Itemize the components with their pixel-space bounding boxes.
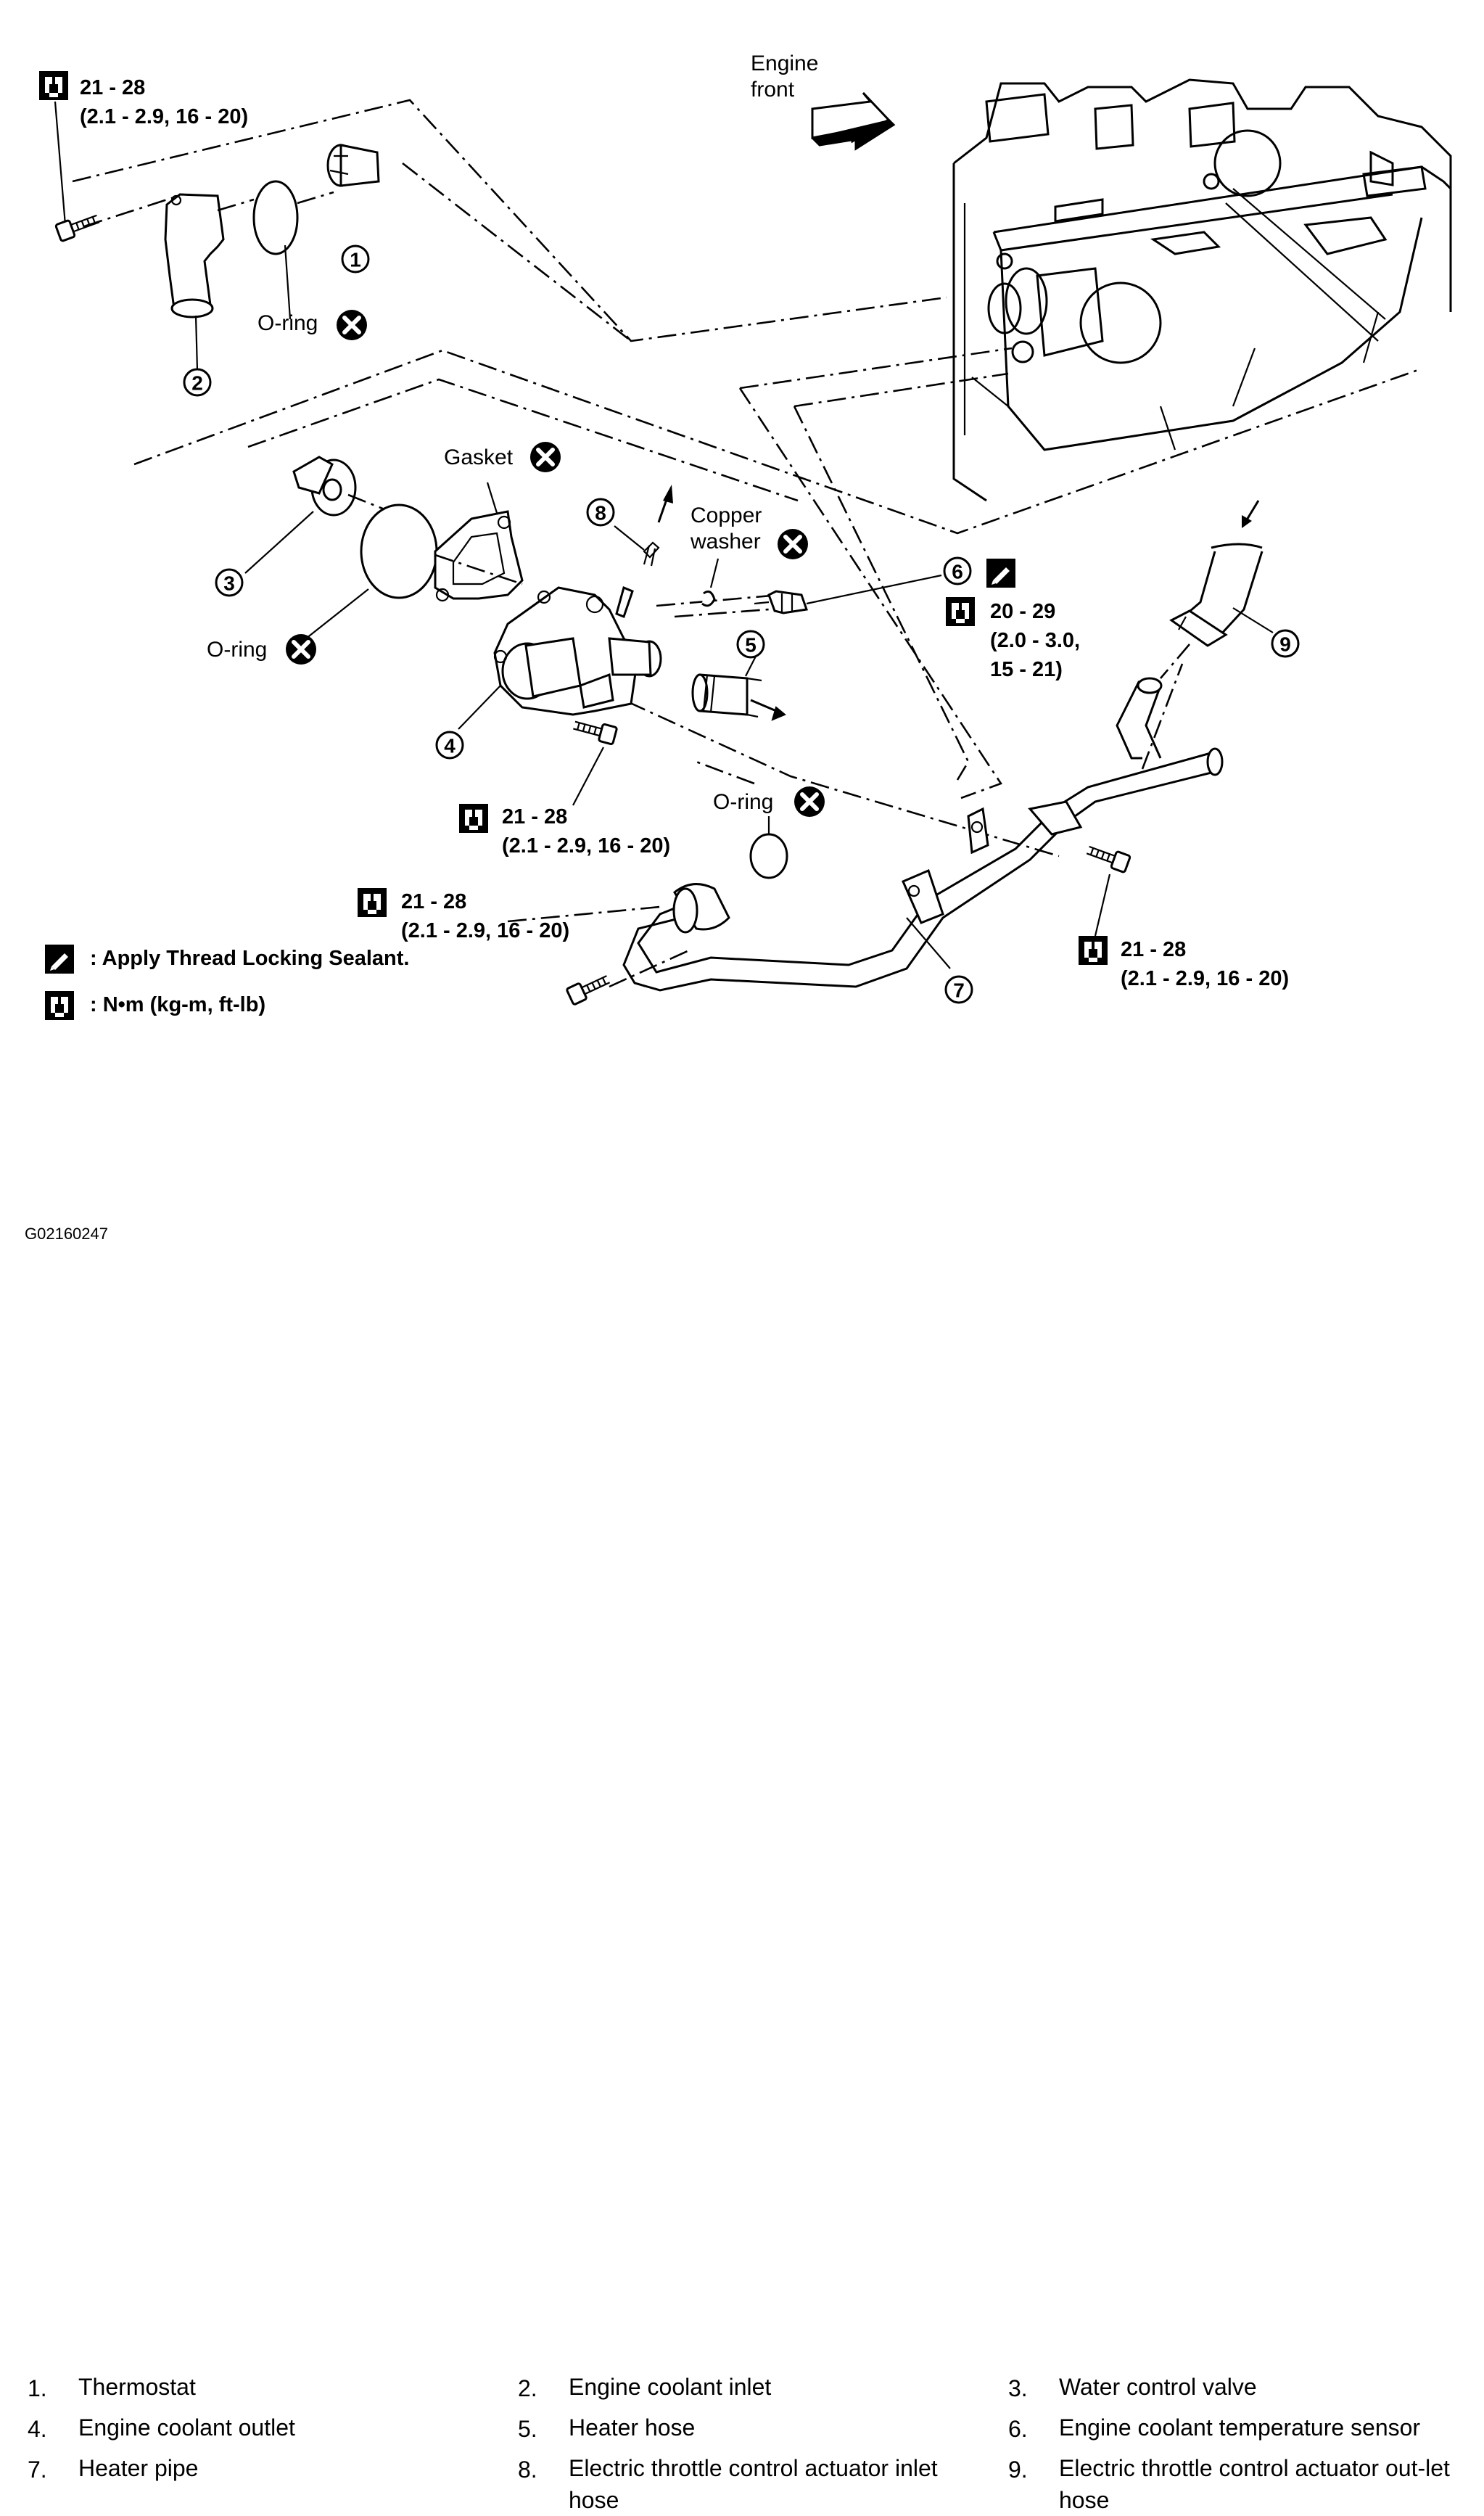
- key-item-name: Engine coolant outlet: [78, 2414, 295, 2441]
- heater-hose-part: [691, 673, 762, 718]
- callout-3: 3: [215, 568, 244, 597]
- key-item-name: Water control valve: [1059, 2374, 1257, 2400]
- callout-7: 7: [944, 975, 973, 1004]
- engine-front-arrow-icon: [811, 91, 896, 151]
- legend-sealant: : Apply Thread Locking Sealant.: [90, 947, 409, 970]
- torque-spec-outlet-2: (2.1 - 2.9, 16 - 20): [502, 834, 670, 858]
- key-item-name: Electric throttle control actuator out-l…: [1059, 2455, 1450, 2513]
- wrench-icon: [459, 804, 488, 833]
- key-item-name: Engine coolant inlet: [569, 2374, 772, 2400]
- callout-2: 2: [183, 368, 212, 397]
- callout-8: 8: [586, 498, 615, 527]
- svg-text:6: 6: [952, 561, 963, 583]
- torque-spec-outlet-1: 21 - 28: [502, 805, 567, 829]
- heater-pipe-part: [622, 677, 1224, 992]
- callout-4: 4: [435, 731, 464, 760]
- key-item-name: Heater hose: [569, 2414, 696, 2441]
- torque-spec-top-left-1: 21 - 28: [80, 76, 145, 99]
- key-item-name: Thermostat: [78, 2374, 196, 2400]
- gasket-label: Gasket: [444, 445, 514, 469]
- o-ring-label-pipe: O-ring: [713, 790, 773, 814]
- replace-x-icon: [286, 634, 316, 665]
- o-ring-label-top: O-ring: [257, 311, 318, 335]
- legend-torque-unit: : N•m (kg-m, ft-lb): [90, 993, 265, 1016]
- callout-1: 1: [341, 244, 370, 274]
- torque-spec-pipe-left-2: (2.1 - 2.9, 16 - 20): [401, 919, 569, 942]
- torque-spec-sensor-1: 20 - 29: [990, 600, 1055, 623]
- copper-washer-label-1: Copper: [691, 503, 762, 527]
- engine-coolant-outlet-part: [493, 585, 662, 716]
- torque-spec-sensor-2: (2.0 - 3.0,: [990, 629, 1080, 652]
- callout-5: 5: [736, 630, 765, 659]
- key-item-name: Electric throttle control actuator inlet…: [569, 2455, 938, 2513]
- wrench-icon: [1079, 936, 1108, 965]
- wrench-icon: [358, 888, 387, 917]
- water-control-valve-part: [292, 456, 357, 517]
- engine-front-label-1: Engine: [751, 52, 818, 75]
- wrench-icon: [946, 597, 975, 626]
- svg-text:9: 9: [1279, 633, 1291, 656]
- o-ring-top: [252, 180, 299, 255]
- sealant-icon: [986, 559, 1015, 588]
- engine-coolant-inlet-part: [164, 193, 225, 318]
- thermostat-part: [326, 144, 380, 187]
- outlet-hose-part: [1160, 543, 1264, 679]
- svg-text:2: 2: [191, 372, 203, 395]
- copper-washer-label-2: washer: [690, 530, 761, 554]
- o-ring-mid: [360, 503, 438, 599]
- o-ring-label-mid: O-ring: [207, 638, 267, 662]
- replace-x-icon: [794, 786, 825, 817]
- engine-coolant-temp-sensor-part: [754, 590, 809, 614]
- torque-spec-pipe-right-2: (2.1 - 2.9, 16 - 20): [1121, 967, 1289, 990]
- sealant-icon: [45, 945, 74, 974]
- svg-text:8: 8: [595, 502, 606, 525]
- engine-block: [952, 78, 1452, 502]
- svg-text:7: 7: [953, 979, 965, 1002]
- svg-text:3: 3: [223, 572, 235, 595]
- diagram-svg: Engine front 21 - 28 (2.1 - 2.9, 16 - 20…: [39, 52, 1452, 1020]
- bolt-pipe-left: [565, 970, 614, 1006]
- engine-front-label-2: front: [751, 78, 795, 102]
- key-item-name: Heater pipe: [78, 2455, 199, 2481]
- wrench-icon: [45, 991, 74, 1020]
- replace-x-icon: [530, 442, 561, 472]
- svg-text:4: 4: [444, 735, 455, 757]
- o-ring-pipe: [749, 833, 788, 879]
- callout-9: 9: [1271, 629, 1300, 658]
- exploded-diagram: Engine front 21 - 28 (2.1 - 2.9, 16 - 20…: [25, 52, 1452, 2513]
- svg-text:5: 5: [745, 634, 757, 657]
- bolt-top-left: [54, 209, 102, 243]
- bolt-pipe-right: [1084, 840, 1132, 874]
- key-item-name: Engine coolant temperature sensor: [1059, 2414, 1421, 2441]
- figure-code: G02160247: [25, 1225, 108, 1243]
- svg-text:1: 1: [350, 249, 361, 271]
- torque-spec-sensor-3: 15 - 21): [990, 658, 1063, 681]
- gasket-part: [434, 510, 524, 602]
- wrench-icon: [39, 71, 68, 100]
- replace-x-icon: [337, 310, 367, 340]
- bolt-outlet: [571, 715, 619, 746]
- torque-spec-pipe-right-1: 21 - 28: [1121, 938, 1186, 961]
- inlet-hose-clip: [643, 541, 660, 567]
- torque-spec-top-left-2: (2.1 - 2.9, 16 - 20): [80, 105, 248, 128]
- replace-x-icon: [778, 529, 808, 559]
- torque-spec-pipe-left-1: 21 - 28: [401, 890, 466, 913]
- callout-6: 6: [943, 556, 972, 585]
